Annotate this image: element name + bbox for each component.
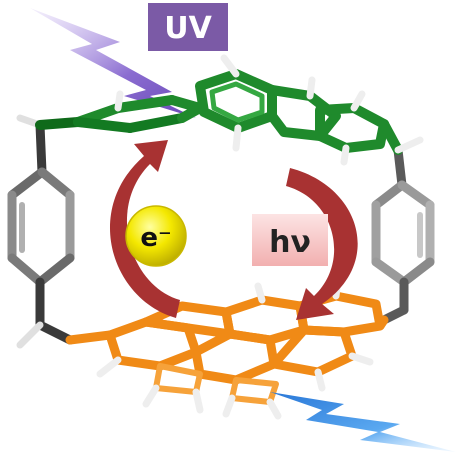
right-linker [371,145,435,325]
photon-box [252,214,328,266]
electron-marker: e⁻ [125,205,187,267]
electron-label: e⁻ [140,223,171,253]
left-linker [7,114,75,349]
uv-label: UV [164,11,212,46]
acceptor-molecule [65,276,389,420]
uv-lightning-icon [30,8,196,118]
photon-marker: hν [252,214,328,266]
cycle-arrow-right-icon [286,168,358,320]
blue-lightning-icon [270,392,456,452]
cycle-arrow-left-icon [109,140,180,318]
electron-ball [125,205,187,267]
uv-badge-box [148,3,228,51]
photon-label: hν [269,225,311,260]
uv-badge: UV [148,3,228,51]
donor-molecule [35,54,424,166]
